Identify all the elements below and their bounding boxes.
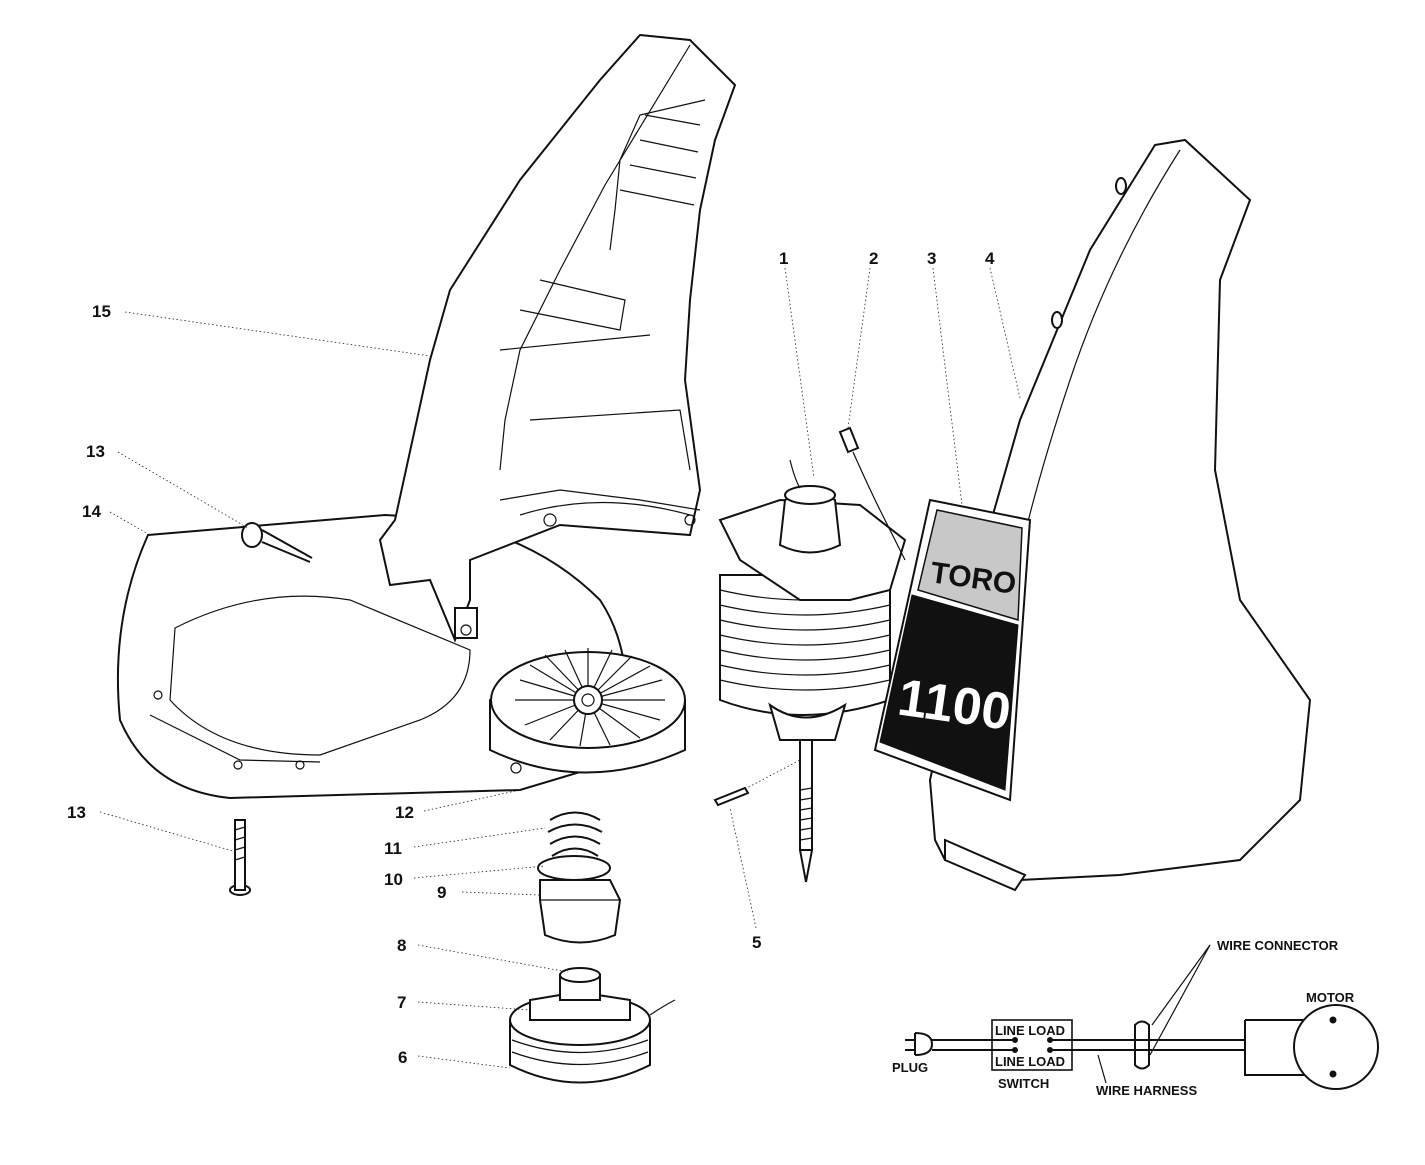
- callout-5: 5: [752, 933, 761, 952]
- callout-9: 9: [437, 883, 446, 902]
- callout-7: 7: [397, 993, 406, 1012]
- roll-pin: [713, 786, 750, 807]
- callout-13-upper: 13: [86, 442, 105, 461]
- spool-assembly: [509, 967, 676, 1084]
- toro-decal: TORO 1100: [873, 498, 1032, 802]
- callout-13-lower: 13: [67, 803, 86, 822]
- wiring-schematic: WIRE CONNECTOR MOTOR PLUG LINE LOAD LINE…: [892, 938, 1379, 1098]
- callout-14: 14: [82, 502, 101, 521]
- callout-6: 6: [398, 1048, 407, 1067]
- motor-label: MOTOR: [1306, 990, 1355, 1005]
- callout-15: 15: [92, 302, 111, 321]
- handle-housing: [378, 33, 737, 643]
- spring: [547, 811, 603, 867]
- screw-lower: [229, 819, 251, 896]
- switch-line-load-top: LINE LOAD: [995, 1023, 1065, 1038]
- callout-8: 8: [397, 936, 406, 955]
- leader-lines: [99, 267, 1021, 1069]
- wire-connector-cap: [838, 426, 906, 561]
- motor: [718, 459, 907, 883]
- switch-line-load-bottom: LINE LOAD: [995, 1054, 1065, 1069]
- callout-2: 2: [869, 249, 878, 268]
- spool-cup: [537, 855, 622, 944]
- callout-4: 4: [985, 249, 995, 268]
- screw-upper: [241, 522, 313, 563]
- wire-harness-label: WIRE HARNESS: [1096, 1083, 1197, 1098]
- wire-connector-label: WIRE CONNECTOR: [1217, 938, 1339, 953]
- callout-11: 11: [384, 839, 402, 858]
- callout-12: 12: [395, 803, 414, 822]
- callout-labels: 15 13 14 13 12 11 10 9 8 7 6 1 2 3 4 5: [67, 249, 995, 1067]
- switch-label: SWITCH: [998, 1076, 1049, 1091]
- callout-3: 3: [927, 249, 936, 268]
- fan-housing: [489, 648, 686, 774]
- callout-1: 1: [779, 249, 788, 268]
- plug-label: PLUG: [892, 1060, 928, 1075]
- callout-10: 10: [384, 870, 403, 889]
